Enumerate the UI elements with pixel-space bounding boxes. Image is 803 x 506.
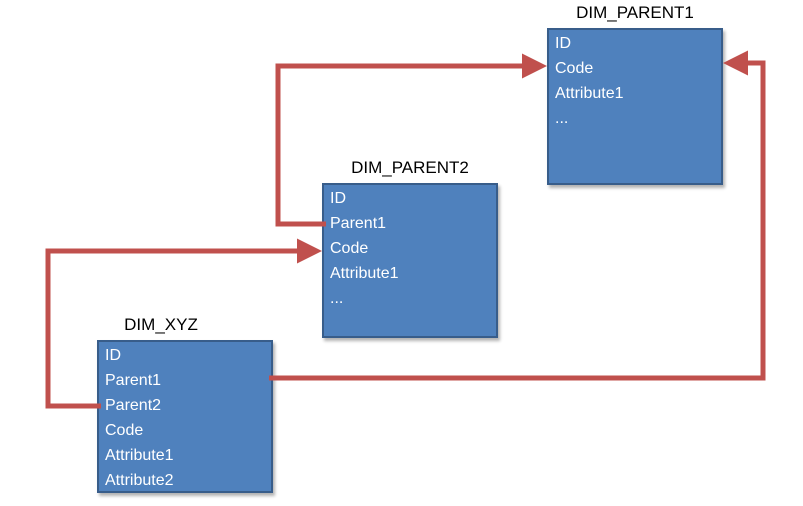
table-title-dim-parent2: DIM_PARENT2: [351, 158, 469, 177]
field-row: Attribute1: [330, 265, 399, 282]
field-row: ID: [330, 190, 346, 207]
field-row: ...: [330, 290, 344, 307]
field-row: Attribute1: [555, 85, 624, 102]
field-row: Code: [330, 240, 369, 257]
field-row: ID: [555, 35, 571, 52]
field-row: ID: [105, 347, 121, 364]
field-row: Parent2: [105, 397, 162, 414]
field-row: Code: [555, 60, 594, 77]
field-row: ...: [555, 110, 569, 127]
table-title-dim-xyz: DIM_XYZ: [124, 315, 198, 334]
field-row: Attribute1: [105, 447, 174, 464]
field-row: Code: [105, 422, 144, 439]
field-row: Parent1: [330, 215, 387, 232]
table-dim-parent2: ID Parent1 Code Attribute1 ...: [322, 183, 498, 338]
field-row: Attribute2: [105, 472, 174, 489]
field-row: Parent1: [105, 372, 162, 389]
table-title-dim-parent1: DIM_PARENT1: [576, 3, 694, 22]
table-dim-xyz: ID Parent1 Parent2 Code Attribute1 Attri…: [97, 340, 273, 493]
table-dim-parent1: ID Code Attribute1 ...: [547, 28, 723, 185]
